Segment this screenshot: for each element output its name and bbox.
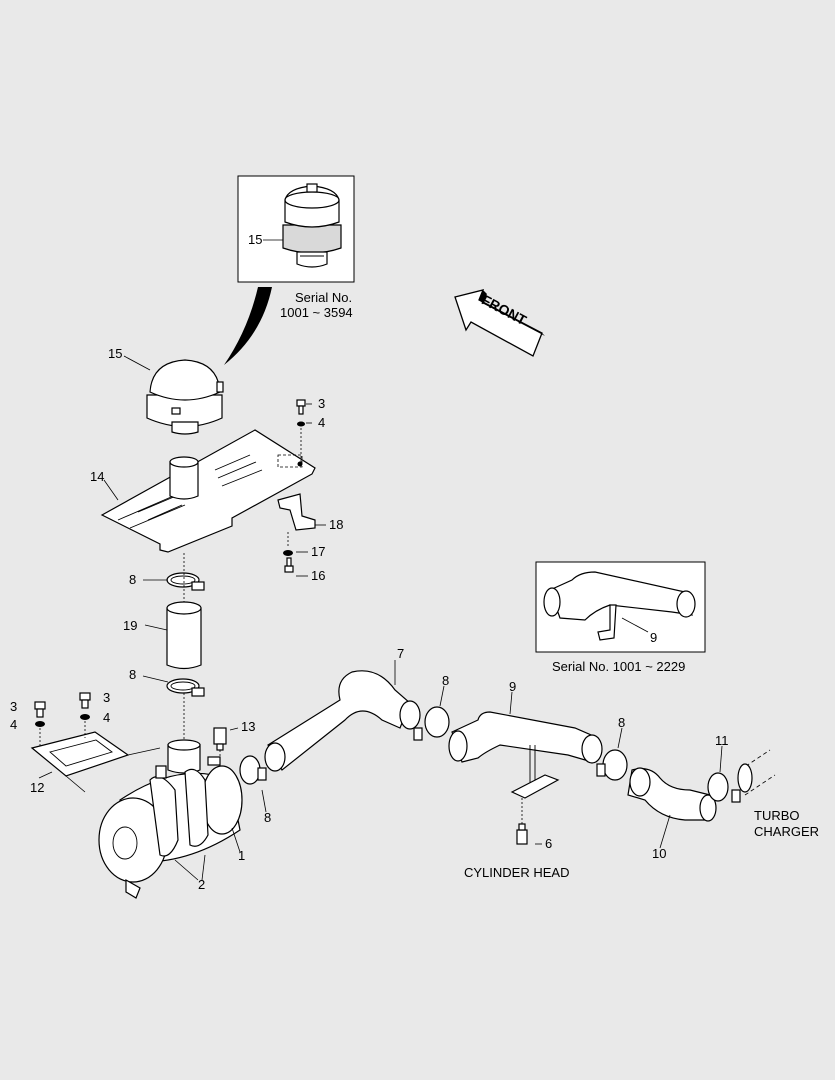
callout-17: 17 [311,544,325,559]
callout-13: 13 [241,719,255,734]
bracket-18 [277,493,316,531]
turbo-pipe [737,749,776,796]
inset-top: 15 Serial No. 1001 ~ 3594 [224,175,355,365]
turbo-label-2: CHARGER [754,824,819,839]
callout-2: 2 [198,877,205,892]
callout-11: 11 [715,733,729,748]
hose-19 [166,601,202,670]
callout-4-mid: 4 [103,710,110,725]
callout-19: 19 [123,618,137,633]
callout-3-left: 3 [10,699,17,714]
callout-8-right: 8 [618,715,625,730]
inset-pipe-drawing [543,571,696,641]
callout-8-lower: 8 [129,667,136,682]
callout-8-mid: 8 [442,673,449,688]
callout-4-top: 4 [318,415,325,430]
inset-right: 9 [535,561,706,653]
bolt-3-left [34,701,46,748]
inset-top-part-label: 15 [248,232,262,247]
callouts: 15 3 4 14 18 17 16 8 19 8 3 3 4 4 13 12 … [10,346,729,892]
callout-18: 18 [329,517,343,532]
clamp-11 [707,772,741,803]
callout-15: 15 [108,346,122,361]
inset-precleaner-drawing [282,183,342,268]
bolt-3-top [296,399,306,462]
inset-pointer [224,287,272,365]
bolt-3-mid [79,692,91,738]
callout-1: 1 [238,848,245,863]
callout-9: 9 [509,679,516,694]
clamp-8-upper [166,572,205,591]
inset-top-serial-2: 1001 ~ 3594 [280,305,353,320]
inset-right-serial: Serial No. 1001 ~ 2229 [552,659,685,674]
clamp-8-mid [413,706,450,741]
bracket-12 [30,731,161,793]
callout-7: 7 [397,646,404,661]
hose-10 [627,767,717,822]
front-arrow: FRONT [454,289,545,357]
callout-10: 10 [652,846,666,861]
air-cleaner-body [98,739,243,899]
callout-16: 16 [311,568,325,583]
callout-8-outlet: 8 [264,810,271,825]
stud-6 [516,823,528,845]
leader-lines [38,355,723,881]
callout-6: 6 [545,836,552,851]
clamp-8-outlet [239,755,267,785]
mounting-plate [100,429,316,553]
clamp-8-lower [166,678,205,697]
precleaner-cap [146,359,224,435]
inset-top-serial-1: Serial No. [295,290,352,305]
sensor-13 [213,727,227,760]
callout-12: 12 [30,780,44,795]
turbo-label-1: TURBO [754,808,800,823]
pipe-9 [448,711,603,828]
washer-17-bolt-16 [283,532,294,573]
inset-right-part-label: 9 [650,630,657,645]
callout-3-top: 3 [318,396,325,411]
callout-3-mid: 3 [103,690,110,705]
cylinder-head-label: CYLINDER HEAD [464,865,569,880]
callout-8-upper: 8 [129,572,136,587]
hose-7 [264,670,421,772]
callout-4-left: 4 [10,717,17,732]
clamp-8-right [596,749,628,781]
callout-14: 14 [90,469,104,484]
